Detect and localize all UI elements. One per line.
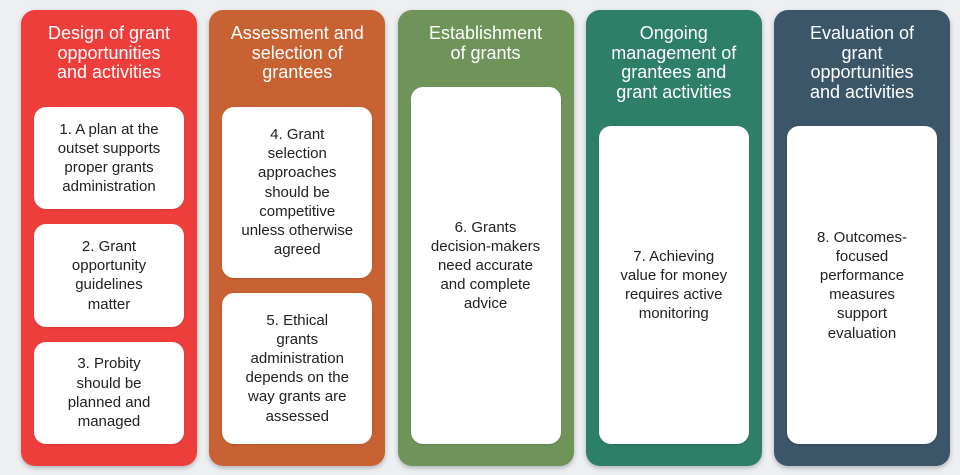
principle-card-7: 7. Achieving value for money requires ac… bbox=[598, 126, 749, 444]
principle-card-text: 1. A plan at the outset supports proper … bbox=[57, 120, 161, 196]
principle-card-text: 3. Probity should be planned and managed bbox=[67, 355, 151, 430]
column-design: Design of grant opportunities and activi… bbox=[21, 10, 197, 466]
principle-card-2: 2. Grant opportunity guidelines matter bbox=[34, 224, 184, 327]
card-list: 6. Grants decision-makers need accurate … bbox=[410, 87, 561, 444]
column-title: Assessment and selection of grantees bbox=[230, 23, 364, 83]
principle-card-3: 3. Probity should be planned and managed bbox=[34, 341, 184, 444]
principle-card-text: 2. Grant opportunity guidelines matter bbox=[71, 238, 147, 313]
card-list: 7. Achieving value for money requires ac… bbox=[598, 126, 749, 444]
column-title: Ongoing management of grantees and grant… bbox=[611, 23, 737, 102]
principle-card-text: 4. Grant selection approaches should be … bbox=[241, 126, 354, 259]
column-evaluation: Evaluation of grant opportunities and ac… bbox=[774, 10, 950, 466]
column-title: Design of grant opportunities and activi… bbox=[47, 23, 171, 83]
column-title: Evaluation of grant opportunities and ac… bbox=[809, 23, 915, 102]
principle-card-text: 8. Outcomes- focused performance measure… bbox=[816, 228, 908, 342]
principle-card-text: 5. Ethical grants administration depends… bbox=[245, 311, 349, 425]
principle-card-8: 8. Outcomes- focused performance measure… bbox=[787, 126, 937, 444]
principle-card-4: 4. Grant selection approaches should be … bbox=[222, 106, 373, 278]
card-list: 8. Outcomes- focused performance measure… bbox=[787, 126, 937, 444]
card-list: 1. A plan at the outset supports proper … bbox=[34, 106, 184, 444]
card-list: 4. Grant selection approaches should be … bbox=[222, 106, 373, 445]
principle-card-text: 6. Grants decision-makers need accurate … bbox=[430, 218, 541, 313]
column-establishment: Establishment of grants 6. Grants decisi… bbox=[397, 10, 574, 466]
principle-card-6: 6. Grants decision-makers need accurate … bbox=[410, 87, 561, 444]
column-ongoing-management: Ongoing management of grantees and grant… bbox=[585, 10, 762, 466]
principle-card-1: 1. A plan at the outset supports proper … bbox=[34, 106, 184, 210]
column-title: Establishment of grants bbox=[428, 23, 543, 63]
principle-card-text: 7. Achieving value for money requires ac… bbox=[620, 247, 728, 323]
principle-card-5: 5. Ethical grants administration depends… bbox=[222, 292, 373, 445]
column-assessment: Assessment and selection of grantees 4. … bbox=[209, 10, 386, 466]
